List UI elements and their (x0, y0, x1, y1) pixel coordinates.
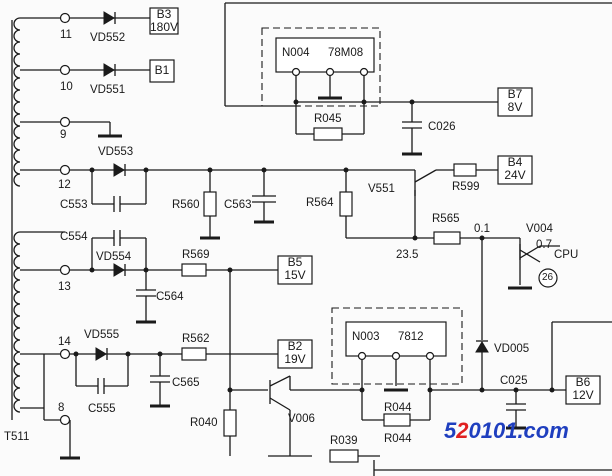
resistor-r569-label: R569 (182, 249, 210, 261)
capacitor-c026-label: C026 (428, 121, 456, 133)
transistor-v004-label: V004 (526, 223, 553, 235)
voltage-0-1-label: 0.1 (474, 223, 490, 235)
output-b1-box (149, 59, 175, 83)
capacitor-c554-label: C554 (60, 231, 88, 243)
pin-9-label: 9 (60, 129, 67, 141)
regulator-n004-label: N004 (282, 47, 310, 59)
resistor-r044-b-label: R044 (384, 433, 412, 445)
regulator-n004-type: 78M08 (328, 47, 364, 59)
pin-14-label: 14 (58, 336, 71, 348)
output-b2-box (277, 339, 313, 369)
diode-vd554-label: VD554 (96, 251, 132, 263)
diode-vd555-label: VD555 (84, 329, 120, 341)
output-b3-box (149, 7, 179, 35)
resistor-r045-label: R045 (314, 113, 342, 125)
capacitor-c555-label: C555 (88, 403, 116, 415)
capacitor-c025-label: C025 (500, 375, 528, 387)
pin-8-label: 8 (58, 402, 65, 414)
diode-vd552-label: VD552 (90, 32, 126, 44)
regulator-n003-label: N003 (352, 331, 380, 343)
resistor-r039-label: R039 (330, 435, 358, 447)
transformer-primary-coil (13, 17, 21, 413)
diode-vd005-label: VD005 (494, 343, 530, 355)
cpu-label: CPU (554, 249, 579, 261)
resistor-r564-label: R564 (306, 197, 334, 209)
output-b5-box (277, 255, 313, 285)
capacitor-c564-label: C564 (156, 291, 184, 303)
transistor-v006-label: V006 (288, 413, 315, 425)
regulator-n003-type: 7812 (398, 331, 424, 343)
resistor-r599-label: R599 (452, 181, 480, 193)
diode-vd551-label: VD551 (90, 84, 126, 96)
voltage-23-5-label: 23.5 (396, 249, 419, 261)
resistor-r562-label: R562 (182, 333, 210, 345)
resistor-r044-a-label: R044 (384, 402, 412, 414)
output-b1-text: B1 (154, 63, 170, 77)
transistor-v551-label: V551 (368, 183, 395, 195)
output-b7-box (497, 87, 533, 117)
output-b4-box (497, 155, 533, 185)
resistor-r040-label: R040 (190, 417, 218, 429)
transformer-label: T511 (4, 431, 30, 443)
capacitor-c553-label: C553 (60, 199, 88, 211)
pin-11-label: 11 (60, 29, 72, 41)
pin-13-label: 13 (58, 281, 71, 293)
output-b6-box (565, 375, 601, 405)
diode-vd553-label: VD553 (98, 146, 134, 158)
voltage-0-7-label: 0.7 (536, 239, 552, 251)
pin-10-label: 10 (60, 81, 73, 93)
resistor-r565-label: R565 (432, 213, 460, 225)
pin-12-label: 12 (58, 179, 71, 191)
cpu-pin-label: 26 (542, 272, 554, 283)
capacitor-c565-label: C565 (172, 377, 200, 389)
watermark-logo: 520101.com (444, 418, 569, 443)
capacitor-c563-label: C563 (224, 199, 252, 211)
regulator-n004 (275, 37, 375, 73)
resistor-r560-label: R560 (172, 199, 200, 211)
